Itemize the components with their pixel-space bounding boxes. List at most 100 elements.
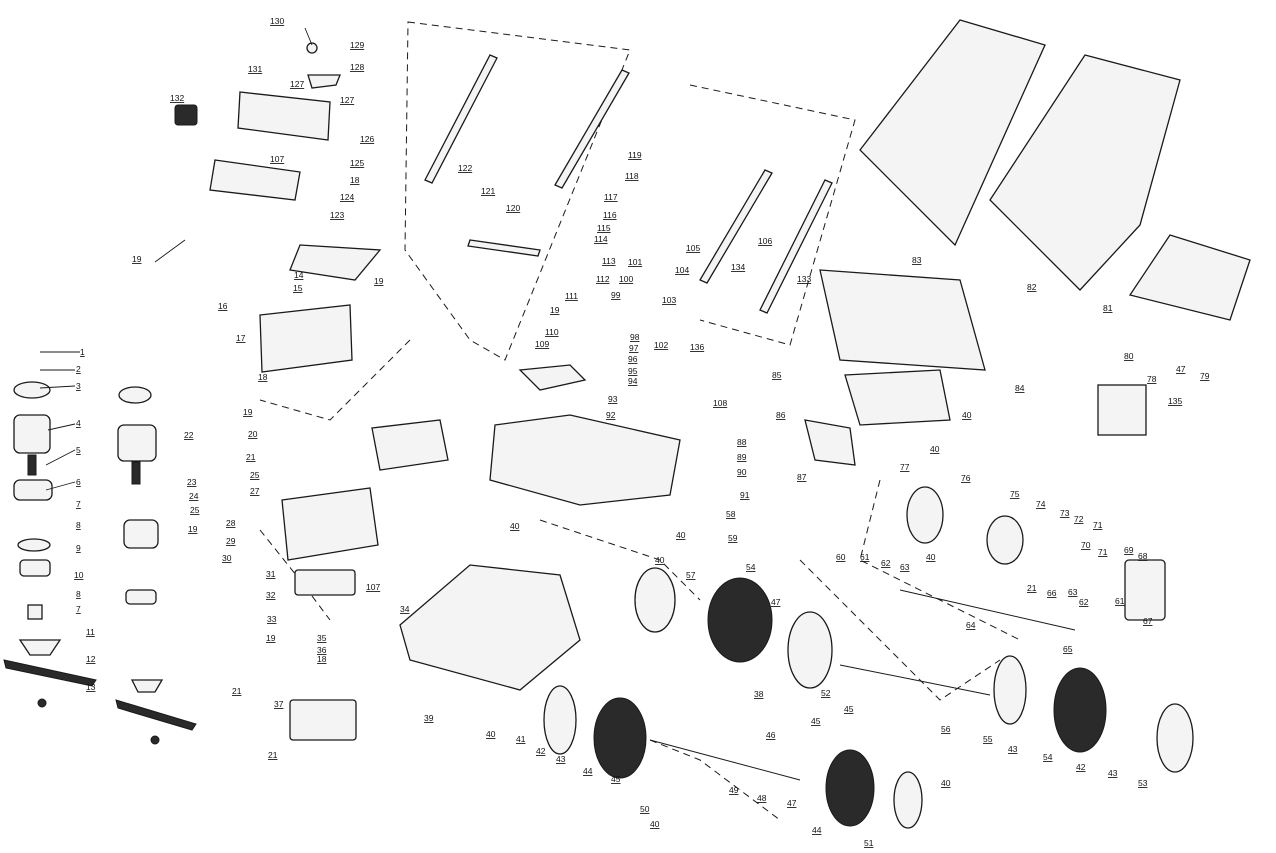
label-19: 19	[374, 276, 384, 286]
label-9: 9	[76, 543, 81, 553]
label-65: 65	[1063, 644, 1073, 654]
label-97: 97	[629, 343, 639, 353]
label-21: 21	[1027, 583, 1037, 593]
label-47: 47	[787, 798, 797, 808]
label-74: 74	[1036, 499, 1046, 509]
label-40: 40	[926, 552, 936, 562]
label-64: 64	[966, 620, 976, 630]
motor-assembly-left	[3, 381, 97, 708]
label-77: 77	[900, 462, 910, 472]
label-75: 75	[1010, 489, 1020, 499]
label-48: 48	[757, 793, 767, 803]
label-20: 20	[248, 429, 258, 439]
label-38: 38	[754, 689, 764, 699]
label-93: 93	[608, 394, 618, 404]
label-101: 101	[628, 257, 642, 267]
label-123: 123	[330, 210, 344, 220]
label-62: 62	[1079, 597, 1089, 607]
label-28: 28	[226, 518, 236, 528]
label-21: 21	[232, 686, 242, 696]
label-16: 16	[218, 301, 228, 311]
label-86: 86	[776, 410, 786, 420]
label-98: 98	[630, 332, 640, 342]
label-102: 102	[654, 340, 668, 350]
label-107: 107	[270, 154, 284, 164]
label-73: 73	[1060, 508, 1070, 518]
label-44: 44	[812, 825, 822, 835]
label-135: 135	[1168, 396, 1182, 406]
label-61: 61	[1115, 596, 1125, 606]
label-39: 39	[424, 713, 434, 723]
label-71: 71	[1098, 547, 1108, 557]
label-47: 47	[1176, 364, 1186, 374]
part-labels: 1 2 3 4 5 6 7 8 9 10 8 7 11 12 13 130 12…	[39, 16, 1210, 848]
label-36: 36	[317, 645, 327, 655]
label-40: 40	[655, 555, 665, 565]
label-95: 95	[628, 366, 638, 376]
label-14: 14	[294, 270, 304, 280]
label-19: 19	[243, 407, 253, 417]
label-127: 127	[290, 79, 304, 89]
label-67: 67	[1143, 616, 1153, 626]
label-122: 122	[458, 163, 472, 173]
label-103: 103	[662, 295, 676, 305]
label-82: 82	[1027, 282, 1037, 292]
label-17: 17	[236, 333, 246, 343]
label-50: 50	[640, 804, 650, 814]
label-10: 10	[74, 570, 84, 580]
label-134: 134	[731, 262, 745, 272]
label-129: 129	[350, 40, 364, 50]
label-106: 106	[758, 236, 772, 246]
label-124: 124	[340, 192, 354, 202]
label-51: 51	[864, 838, 874, 848]
label-131: 131	[248, 64, 262, 74]
label-80: 80	[1124, 351, 1134, 361]
label-117: 117	[604, 192, 618, 202]
label-111: 111	[565, 291, 578, 301]
label-126: 126	[360, 134, 374, 144]
label-63: 63	[1068, 587, 1078, 597]
label-40: 40	[930, 444, 940, 454]
assembly-outlines	[259, 21, 1021, 821]
label-132: 132	[170, 93, 184, 103]
label-19: 19	[266, 633, 276, 643]
label-12: 12	[86, 654, 96, 664]
label-15: 15	[293, 283, 303, 293]
label-27: 27	[250, 486, 260, 496]
label-88: 88	[737, 437, 747, 447]
label-29: 29	[226, 536, 236, 546]
label-13: 13	[86, 682, 96, 692]
label-128: 128	[350, 62, 364, 72]
motor-assembly-right	[115, 386, 197, 745]
label-99: 99	[611, 290, 621, 300]
label-5: 5	[76, 445, 81, 455]
label-54: 54	[1043, 752, 1053, 762]
handle-tubes	[424, 54, 833, 314]
label-58: 58	[726, 509, 736, 519]
label-59: 59	[728, 533, 738, 543]
label-107: 107	[366, 582, 380, 592]
label-62: 62	[881, 558, 891, 568]
label-63: 63	[900, 562, 910, 572]
label-24: 24	[189, 491, 199, 501]
label-84: 84	[1015, 383, 1025, 393]
label-60: 60	[836, 552, 846, 562]
label-42: 42	[1076, 762, 1086, 772]
label-41: 41	[516, 734, 526, 744]
wheels-and-axles	[543, 486, 1194, 829]
label-34: 34	[400, 604, 410, 614]
label-136: 136	[690, 342, 704, 352]
label-78: 78	[1147, 374, 1157, 384]
label-100: 100	[619, 274, 633, 284]
label-21: 21	[246, 452, 256, 462]
label-8: 8	[76, 589, 81, 599]
label-47: 47	[771, 597, 781, 607]
label-7: 7	[76, 499, 81, 509]
battery-and-housing	[259, 304, 449, 741]
label-61: 61	[860, 552, 870, 562]
label-44: 44	[583, 766, 593, 776]
label-66: 66	[1047, 588, 1057, 598]
label-33: 33	[267, 614, 277, 624]
label-40: 40	[962, 410, 972, 420]
